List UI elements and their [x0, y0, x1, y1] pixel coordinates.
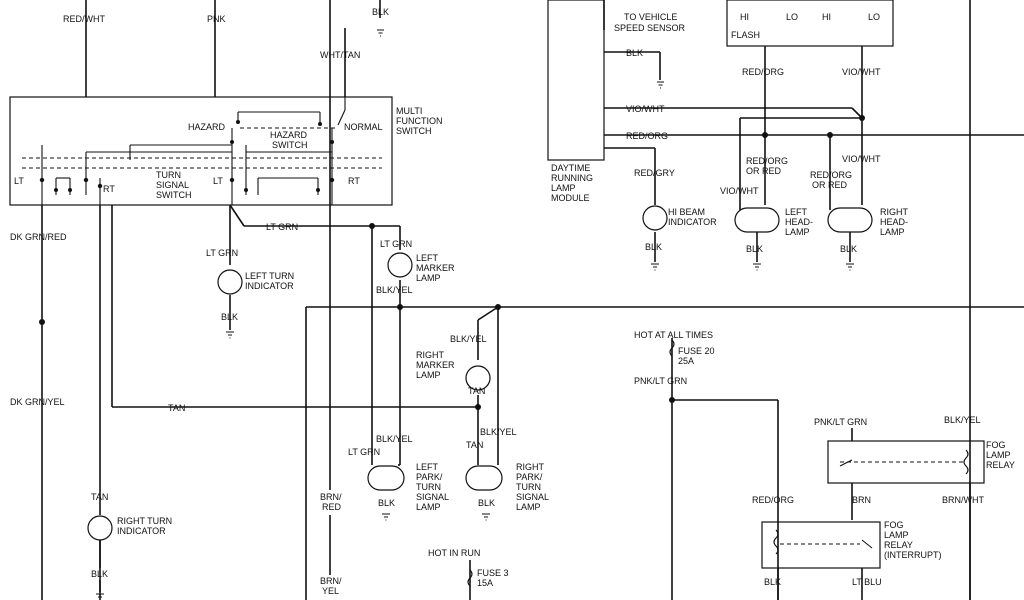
label-hi2: HI [822, 12, 831, 22]
label-hi1: HI [740, 12, 749, 22]
label-blk-left-head: BLK [746, 244, 763, 254]
wires-right-section [547, 0, 1024, 600]
label-dk-grn-yel: DK GRN/YEL [10, 397, 65, 407]
label-blk-hi-beam: BLK [645, 242, 662, 252]
label-red-wht: RED/WHT [63, 14, 105, 24]
label-hot-at-all-times: HOT AT ALL TIMES [634, 330, 713, 340]
label-vio-wht-headlamp: VIO/WHT [842, 67, 881, 77]
left-park-lamp-icon [367, 465, 405, 491]
label-red-org-drl: RED/ORG [626, 131, 668, 141]
label-lt-right: LT [213, 176, 223, 186]
label-brn-red: BRN/RED [320, 492, 342, 512]
label-dk-grn-red: DK GRN/RED [10, 232, 67, 242]
label-lt-grn-wire: LT GRN [266, 222, 298, 232]
label-vio-wht-right: VIO/WHT [842, 154, 881, 164]
label-blk-yel-left-park: BLK/YEL [376, 434, 413, 444]
label-blk-right-head: BLK [840, 244, 857, 254]
wires-left-section [39, 0, 1024, 600]
label-lt-grn-left-park: LT GRN [348, 447, 380, 457]
label-tan-wire: TAN [168, 403, 185, 413]
label-pnk: PNK [207, 14, 226, 24]
label-vio-wht-left: VIO/WHT [720, 186, 759, 196]
left-headlamp-icon [734, 207, 780, 233]
label-blk-yel-relay: BLK/YEL [944, 415, 981, 425]
label-blk-yel-right-park: BLK/YEL [480, 427, 517, 437]
label-brn-wht: BRN/WHT [942, 495, 984, 505]
label-blk-right-turn: BLK [91, 569, 108, 579]
label-blk-fog-bottom: BLK [764, 577, 781, 587]
label-tan-right-marker: TAN [468, 386, 485, 396]
label-flash: FLASH [731, 30, 760, 40]
label-hot-in-run: HOT IN RUN [428, 548, 480, 558]
right-park-lamp-icon [465, 465, 503, 491]
multi-function-switch [9, 96, 393, 206]
label-lo2: LO [868, 12, 880, 22]
label-pnk-lt-grn-fuse: PNK/LT GRN [634, 376, 687, 386]
label-lt-grn-ind: LT GRN [206, 248, 238, 258]
right-turn-indicator-icon [87, 515, 113, 541]
label-brn-yel: BRN/YEL [320, 576, 342, 596]
label-hazard: HAZARD [188, 122, 226, 132]
label-red-org-headlamp: RED/ORG [742, 67, 784, 77]
label-blk-left-turn: BLK [221, 312, 238, 322]
label-normal: NORMAL [344, 122, 383, 132]
left-turn-indicator-icon [217, 269, 243, 295]
label-lt-grn-marker: LT GRN [380, 239, 412, 249]
label-blk-left-park: BLK [378, 498, 395, 508]
label-rt-left: RT [103, 184, 115, 194]
label-blk-yel-right-marker: BLK/YEL [450, 334, 487, 344]
label-blk-top: BLK [372, 7, 389, 17]
ground-symbols [96, 29, 854, 598]
label-lo1: LO [786, 12, 798, 22]
label-brn-fog: BRN [852, 495, 871, 505]
label-blk-yel-left-marker: BLK/YEL [376, 285, 413, 295]
label-blk-right-park: BLK [478, 498, 495, 508]
label-tan-right-park: TAN [466, 440, 483, 450]
label-lt-blu: LT BLU [852, 577, 882, 587]
label-red-gry: RED/GRY [634, 168, 675, 178]
label-red-org-fog: RED/ORG [752, 495, 794, 505]
label-blk-drl: BLK [626, 48, 643, 58]
label-tan-right-turn: TAN [91, 492, 108, 502]
label-lt-left: LT [14, 176, 24, 186]
lamp-symbols [87, 205, 969, 587]
right-marker-lamp-icon [465, 365, 491, 391]
label-wht-tan: WHT/TAN [320, 50, 360, 60]
left-marker-lamp-icon [387, 252, 413, 278]
label-pnk-lt-grn-relay: PNK/LT GRN [814, 417, 867, 427]
label-rt-right: RT [348, 176, 360, 186]
right-headlamp-icon [827, 207, 873, 233]
label-vio-wht-drl: VIO/WHT [626, 104, 665, 114]
hi-beam-indicator-icon [642, 205, 668, 231]
